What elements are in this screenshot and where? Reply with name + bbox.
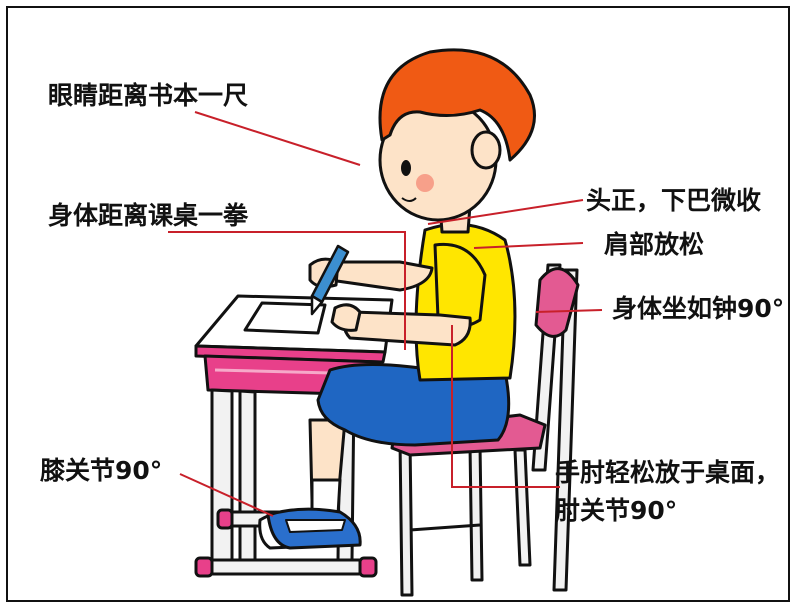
label-body-desk-distance: 身体距离课桌一拳: [48, 201, 249, 230]
leader-shoulders: [473, 242, 584, 249]
leader-head: [427, 199, 584, 225]
pen-icon: [310, 244, 350, 316]
label-head-position: 头正，下巴微收: [586, 186, 762, 215]
label-knee-angle: 膝关节90°: [40, 456, 163, 485]
label-eyes-distance: 眼睛距离书本一尺: [48, 81, 249, 110]
leader-eyes: [194, 111, 361, 166]
leader-body-desk: [168, 231, 406, 350]
leader-elbow: [451, 325, 560, 488]
leader-knee: [179, 473, 274, 517]
leader-sit: [535, 309, 603, 313]
leader-lines: [168, 111, 603, 517]
label-elbow-line2: 肘关节90°: [555, 496, 678, 525]
label-shoulders: 肩部放松: [604, 230, 705, 259]
label-sitting-posture: 身体坐如钟90°: [612, 294, 785, 323]
figure-frame: [6, 6, 790, 602]
label-elbow-line1: 手肘轻松放于桌面，: [555, 458, 781, 487]
